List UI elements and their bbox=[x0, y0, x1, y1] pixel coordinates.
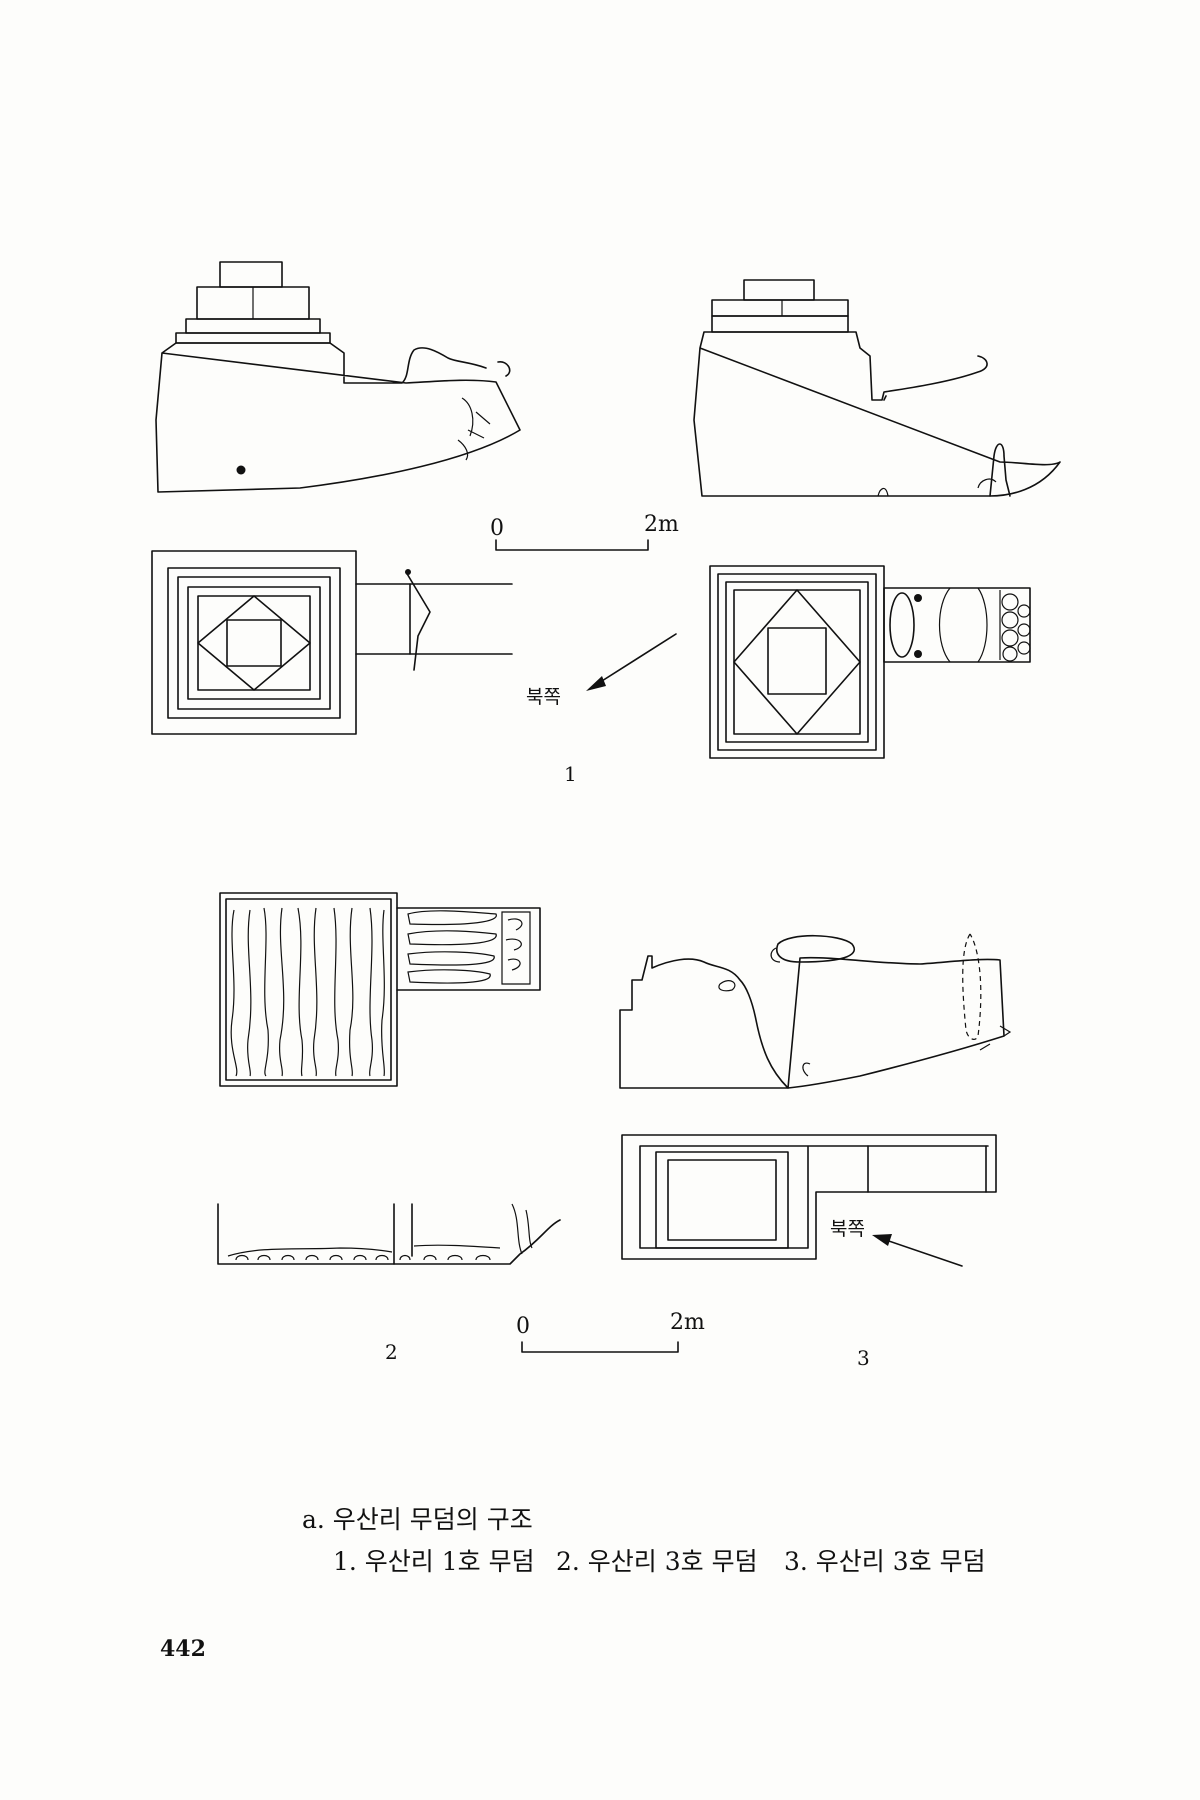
figure-2-label: 2 bbox=[385, 1340, 398, 1364]
fig1-right-plan bbox=[710, 566, 1030, 758]
north-label-top: 북쪽 bbox=[526, 686, 561, 708]
north-label-bottom: 북쪽 bbox=[830, 1218, 865, 1240]
scale-bottom-end-label: 2m bbox=[670, 1310, 705, 1335]
scale-top-end-label: 2m bbox=[644, 512, 679, 537]
scale-top-zero-label: 0 bbox=[490, 516, 504, 541]
fig3-north-arrow bbox=[872, 1234, 962, 1266]
fig2-section bbox=[218, 1204, 560, 1264]
scale-bottom-zero-label: 0 bbox=[516, 1314, 530, 1339]
fig1-scale-bar bbox=[496, 540, 648, 550]
figure-1-label: 1 bbox=[564, 762, 577, 786]
caption-item-3: 3. 우산리 3호 무덤 bbox=[784, 1547, 986, 1576]
fig1-north-arrow bbox=[586, 634, 676, 691]
fig2-plan bbox=[220, 893, 540, 1086]
fig3-elevation bbox=[620, 934, 1010, 1088]
fig1-left-elevation bbox=[156, 262, 520, 492]
fig3-plan bbox=[622, 1135, 996, 1259]
caption-title: a. 우산리 무덤의 구조 bbox=[302, 1505, 533, 1534]
caption-item-1: 1. 우산리 1호 무덤 bbox=[333, 1547, 535, 1576]
caption-item-2: 2. 우산리 3호 무덤 bbox=[556, 1547, 758, 1576]
fig1-left-plan bbox=[152, 551, 512, 734]
fig1-right-elevation bbox=[694, 280, 1060, 496]
fig23-scale-bar bbox=[522, 1342, 678, 1352]
page-number: 442 bbox=[160, 1636, 206, 1662]
figure-3-label: 3 bbox=[857, 1346, 870, 1370]
